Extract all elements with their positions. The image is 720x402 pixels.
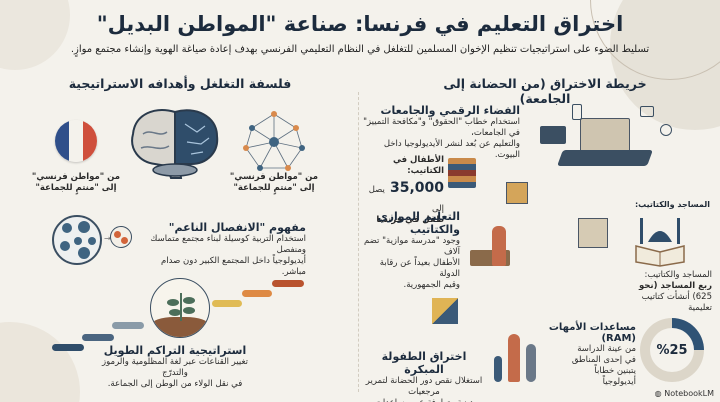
stair-step — [242, 290, 272, 297]
mother-figure-icon — [508, 334, 520, 382]
stair-step — [272, 280, 304, 287]
mosques-caption: المساجد والكتاتيب: ربع المساجد (نحو 625)… — [638, 270, 712, 313]
tablet-icon — [572, 104, 582, 120]
network-icon — [243, 111, 305, 171]
child-figure-icon — [526, 344, 536, 382]
page-subtitle: تسليط الضوء على استراتيجيات تنظيم الإخوا… — [70, 44, 650, 55]
stair-step — [52, 344, 84, 351]
teacher-figure-icon — [492, 226, 506, 266]
digital-block: الفضاء الرقمي والجامعات استخدام خطاب "ال… — [363, 104, 520, 160]
university-building-icon — [580, 118, 630, 152]
right-section-title: خريطة الاختراق (من الحضانة إلى الجامعة) — [443, 76, 647, 106]
child-figure-icon — [494, 356, 502, 382]
globe-icon — [660, 124, 672, 136]
early-childhood-block: اختراق الطفولة المبكرة استغلال نقص دور ا… — [365, 350, 483, 402]
ram-block: مساعدات الأمهات (RAM) من عينة الدراسة في… — [548, 322, 636, 387]
blocks-icon — [432, 298, 458, 324]
flag-caption: من "مواطن فرنسي"إلى "منتمٍ للجماعة" — [31, 172, 121, 193]
mosque-book-icon — [635, 218, 685, 267]
stair-step — [212, 300, 242, 307]
ram-percentage-donut: %25 — [640, 318, 704, 382]
france-flag-icon — [55, 120, 97, 162]
brand-logo: ◍ NotebookLM — [654, 389, 714, 398]
books-icon — [448, 158, 476, 188]
decor-blob — [0, 322, 80, 402]
long-accumulation-block: استراتيجية التراكم الطويل تغيير القناعات… — [102, 344, 248, 389]
platform-icon — [557, 150, 653, 166]
column-divider — [358, 92, 359, 392]
page-title: اختراق التعليم في فرنسا: صناعة "المواطن … — [96, 12, 624, 36]
community-cells-icon — [52, 215, 102, 265]
laptop-icon — [540, 126, 566, 144]
notebook-icon: ◍ — [654, 389, 665, 398]
mosque-school-icon — [578, 218, 608, 248]
stair-step — [112, 322, 144, 329]
brain-icon — [131, 109, 219, 179]
network-caption: من "مواطن فرنسي"إلى "منتمٍ للجماعة" — [229, 172, 319, 193]
ram-percentage-value: %25 — [650, 328, 694, 372]
left-section-title: فلسفة التغلغل وأهدافه الاستراتيجية — [68, 76, 292, 91]
soft-separation-block: مفهوم "الانفصال الناعم" استخدام التربية … — [150, 221, 306, 277]
arrow-icon: → — [104, 234, 111, 243]
parallel-education-block: التعليم الموازي والكتاتيب وجود "مدرسة مو… — [364, 210, 460, 290]
mosques-label: المساجد والكتاتيب: — [634, 200, 710, 209]
school-icon — [506, 182, 528, 204]
children-stat: الأطفال في الكتاتيب: 35,000 يصل إلى طفل … — [368, 155, 444, 225]
sprout-icon — [150, 278, 210, 338]
monitor-icon — [640, 106, 654, 117]
stair-step — [82, 334, 114, 341]
isolated-cell-icon — [110, 226, 132, 248]
